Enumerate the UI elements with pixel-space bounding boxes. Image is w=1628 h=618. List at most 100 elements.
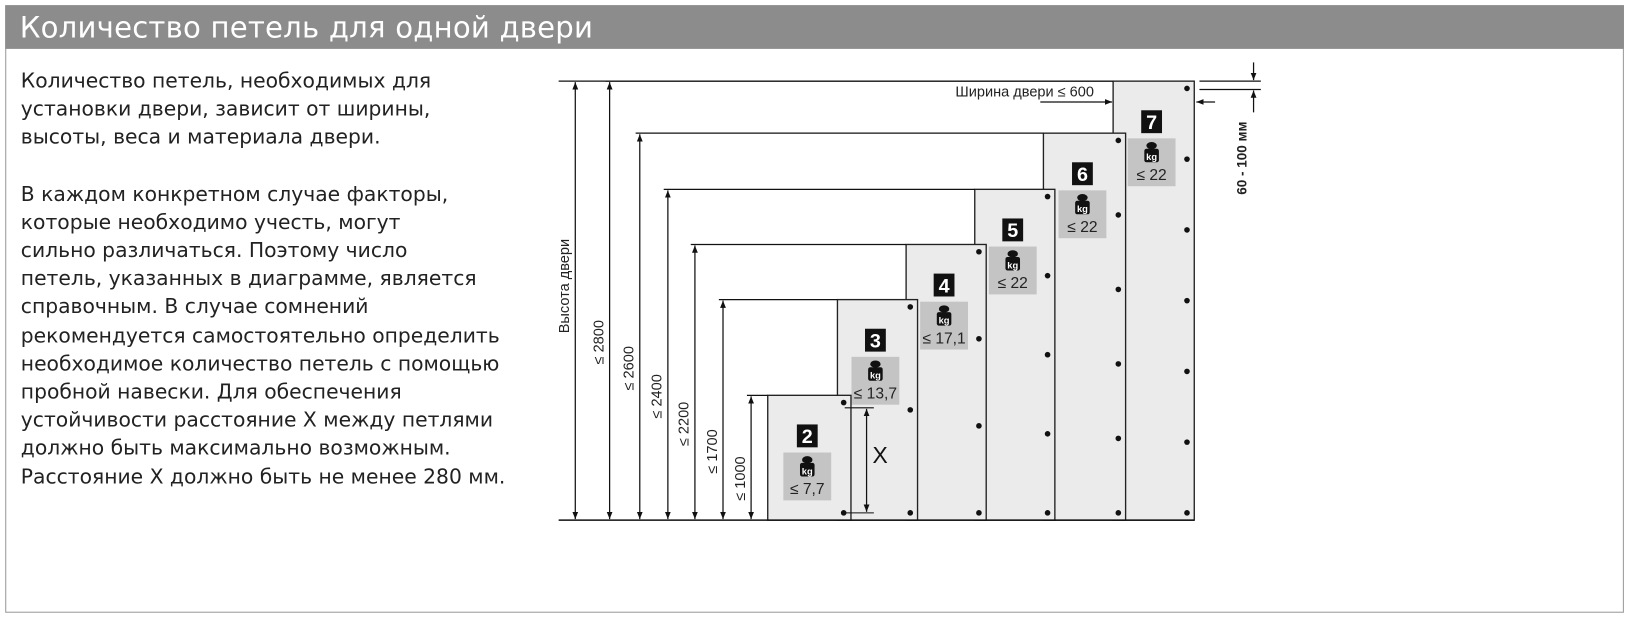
hinge-dot bbox=[840, 399, 847, 406]
text-line: которые необходимо учесть, могут bbox=[20, 209, 401, 234]
hinge-dot bbox=[907, 510, 914, 516]
weight-limit-label: ≤ 7,7 bbox=[790, 481, 825, 498]
hinge-dot bbox=[1184, 156, 1190, 162]
height-limit-label: ≤ 2600 bbox=[622, 346, 638, 390]
weight-icon-text: kg bbox=[870, 371, 881, 381]
text-line: рекомендуется самостоятельно определить bbox=[20, 323, 500, 348]
text-line: справочным. В случае сомнений bbox=[20, 294, 369, 319]
weight-icon-text: kg bbox=[1007, 260, 1018, 270]
hinge-dot bbox=[1184, 227, 1190, 233]
weight-icon-text: kg bbox=[939, 316, 950, 326]
height-limit-label: ≤ 2400 bbox=[650, 374, 666, 418]
hinge-count-badge bbox=[1002, 218, 1024, 242]
weight-icon-body bbox=[1005, 256, 1021, 271]
hinge-dot bbox=[976, 335, 982, 342]
text-line: сильно различаться. Поэтому число bbox=[20, 238, 408, 263]
hinge-dot bbox=[840, 510, 847, 516]
page-title: Количество петель для одной двери bbox=[5, 5, 1624, 49]
hinge-dot bbox=[1044, 272, 1051, 279]
weight-icon-body bbox=[868, 367, 883, 381]
hinge-count-label: 5 bbox=[1007, 220, 1018, 242]
hinge-dot bbox=[976, 423, 982, 429]
hinge-dot bbox=[1115, 137, 1122, 144]
hinge-dot bbox=[1044, 510, 1051, 516]
text-line: В каждом конкретном случае факторы, bbox=[20, 181, 449, 206]
weight-icon-body bbox=[1144, 148, 1159, 163]
hinge-dot bbox=[1184, 85, 1190, 92]
text-line: устойчивости расстояние X между петлями bbox=[20, 408, 494, 432]
weight-icon-body bbox=[799, 462, 815, 477]
hinge-count-badge bbox=[933, 273, 955, 297]
text-line: необходимое количество петель с помощью bbox=[20, 351, 500, 376]
door-width-label: Ширина двери ≤ 600 bbox=[955, 85, 1094, 101]
weight-icon-handle bbox=[1077, 194, 1088, 202]
paragraph-2: В каждом конкретном случае факторы, котор… bbox=[21, 180, 541, 491]
hinge-count-label: 4 bbox=[939, 275, 950, 297]
door-5: 5 kg ≤ 22 bbox=[974, 188, 1056, 521]
hinge-dot bbox=[1184, 510, 1190, 516]
weight-limit-label: ≤ 22 bbox=[1136, 167, 1166, 184]
door-height-label: Высота двери bbox=[557, 239, 573, 333]
text-line: должно быть максимально возможным. bbox=[20, 436, 451, 461]
text-line: пробной навески. Для обеспечения bbox=[20, 379, 402, 404]
weight-icon-handle bbox=[1146, 142, 1157, 150]
height-limit-label: ≤ 2200 bbox=[677, 402, 693, 446]
weight-limit-label: ≤ 17,1 bbox=[922, 330, 965, 347]
weight-limit-label: ≤ 22 bbox=[998, 275, 1028, 292]
hinge-count-label: 6 bbox=[1077, 164, 1088, 186]
door-6: 6 kg ≤ 22 bbox=[1042, 132, 1127, 521]
hinge-dot bbox=[976, 248, 982, 255]
door-2: 2kg≤ 7,7 bbox=[767, 394, 852, 521]
hinge-count-label: 7 bbox=[1146, 112, 1157, 134]
weight-icon: kg bbox=[1005, 250, 1021, 271]
hinge-dot bbox=[1044, 430, 1051, 437]
hinge-dot bbox=[1115, 510, 1122, 516]
weight-icon-text: kg bbox=[802, 466, 813, 476]
hinge-count-label: 3 bbox=[870, 330, 881, 352]
text-line: Расстояние X должно быть не менее 280 мм… bbox=[20, 464, 506, 489]
door-7: 7 kg ≤ 22 bbox=[1112, 80, 1195, 521]
hinge-dot bbox=[1184, 297, 1190, 304]
weight-icon-body bbox=[936, 312, 952, 326]
hinge-dot bbox=[976, 510, 982, 516]
hinge-dot bbox=[1115, 212, 1122, 218]
hinge-count-badge bbox=[796, 424, 818, 448]
hinge-dot bbox=[907, 407, 914, 413]
weight-icon: kg bbox=[1075, 194, 1090, 215]
weight-icon-text: kg bbox=[1146, 152, 1157, 162]
height-limit-label: ≤ 2800 bbox=[591, 320, 607, 364]
weight-icon-handle bbox=[802, 456, 813, 464]
hinge-count-badge bbox=[1072, 162, 1093, 186]
height-limit-label: ≤ 1000 bbox=[733, 456, 749, 500]
offset-label: 60 - 100 мм bbox=[1234, 121, 1249, 194]
weight-limit-label: ≤ 13,7 bbox=[854, 385, 897, 402]
text-line: петель, указанных в диаграмме, является bbox=[20, 266, 477, 291]
weight-icon-handle bbox=[1007, 250, 1018, 258]
hinge-dot bbox=[1184, 368, 1190, 375]
hinge-dot bbox=[1115, 435, 1122, 442]
weight-icon-body bbox=[1075, 200, 1090, 215]
hinge-dot bbox=[1044, 193, 1051, 200]
height-limit-label: ≤ 1700 bbox=[705, 429, 721, 473]
weight-icon-handle bbox=[870, 360, 881, 368]
hinge-dot bbox=[1184, 439, 1190, 445]
hinge-count-badge bbox=[1141, 110, 1163, 134]
hinge-count-badge bbox=[865, 328, 886, 352]
weight-limit-label: ≤ 22 bbox=[1067, 219, 1097, 236]
weight-icon: kg bbox=[799, 456, 815, 477]
hinge-dot bbox=[1115, 286, 1122, 293]
text-line: высоты, веса и материала двери. bbox=[20, 125, 381, 150]
text-line: установки двери, зависит от ширины, bbox=[20, 96, 431, 121]
hinge-dot bbox=[1044, 351, 1051, 358]
weight-icon: kg bbox=[1144, 142, 1159, 163]
x-label: X bbox=[872, 442, 887, 468]
weight-icon: kg bbox=[868, 360, 883, 381]
weight-icon-text: kg bbox=[1077, 204, 1088, 214]
hinge-dot bbox=[1115, 361, 1122, 367]
hinge-dot bbox=[907, 304, 914, 310]
door-panel bbox=[974, 188, 1056, 521]
